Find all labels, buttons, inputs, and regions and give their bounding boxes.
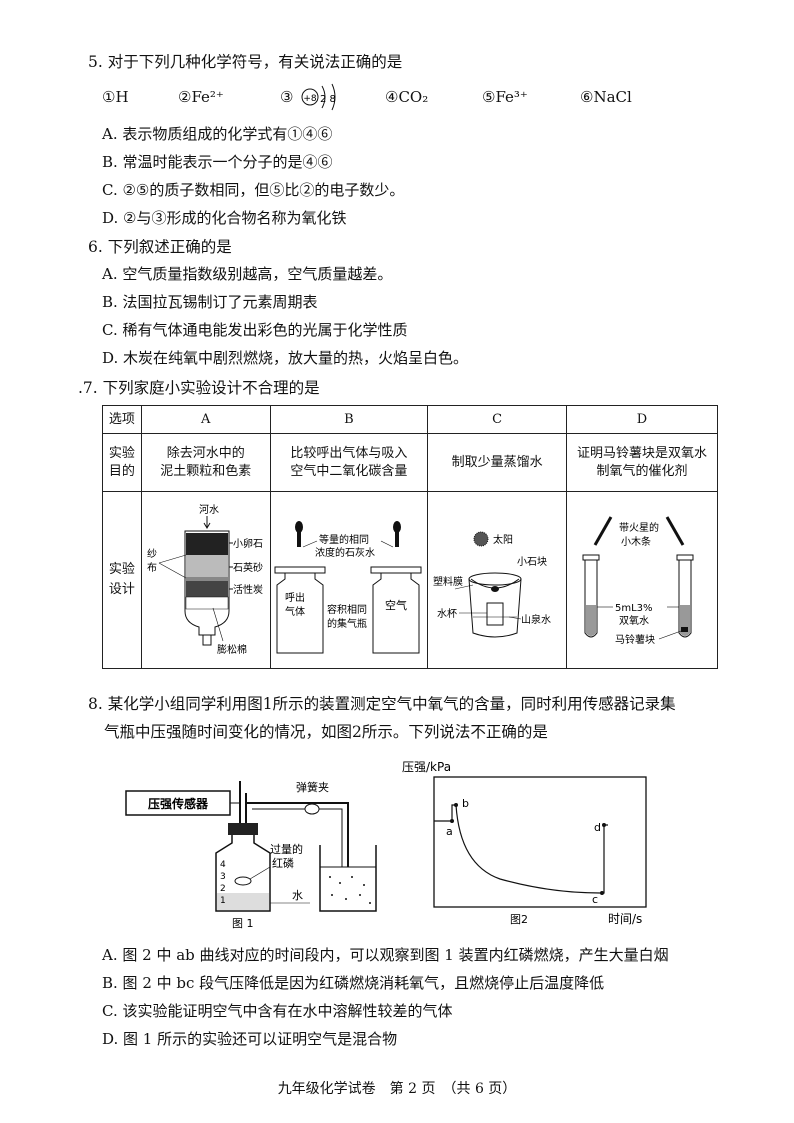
q7-header-option: 选项 xyxy=(102,405,142,434)
q6-option-a: A. 空气质量指数级别越高，空气质量越差。 xyxy=(102,265,393,283)
q7-table: 选项 A B C D 实验 目的 除去河水中的 泥土颗粒和色素 比较呼出气体与吸… xyxy=(102,405,718,669)
gas-bottles-diagram: 等量的相同 浓度的石灰水 呼出 气体 容积相同 的集气瓶 空气 xyxy=(274,521,422,654)
svg-text:1: 1 xyxy=(220,896,226,906)
q8-stem-line2: 气瓶中压强随时间变化的情况，如图2所示。下列说法不正确的是 xyxy=(104,723,548,741)
q6-stem: 6. 下列叙述正确的是 xyxy=(88,238,232,256)
chart-x-label: 时间/s xyxy=(608,912,642,926)
pebble-layer xyxy=(185,533,228,555)
q7-header-c: C xyxy=(427,405,567,434)
svg-text:小卵石: 小卵石 xyxy=(233,538,263,550)
svg-text:呼出: 呼出 xyxy=(285,591,305,604)
chart-y-label: 压强/kPa xyxy=(402,760,451,774)
quartz-sand-layer xyxy=(185,555,228,577)
point-b xyxy=(454,803,458,807)
figure-1-caption: 图 1 xyxy=(232,917,254,930)
q7-design-label: 实验 设计 xyxy=(102,491,142,669)
q5-symbol-4: ④CO₂ xyxy=(385,88,429,106)
svg-text:过量的: 过量的 xyxy=(270,842,303,856)
q7-goal-b: 比较呼出气体与吸入 空气中二氧化碳含量 xyxy=(269,433,429,492)
q7-header-b: B xyxy=(269,405,429,434)
svg-text:5mL3%: 5mL3% xyxy=(615,603,653,614)
point-c xyxy=(600,891,604,895)
activated-carbon-layer xyxy=(185,581,228,597)
q7-goal-c: 制取少量蒸馏水 xyxy=(427,433,567,492)
q7-design-d: 带火星的 小木条 5mL3% 双氧水 马铃薯块 xyxy=(566,491,718,669)
svg-text:浓度的石灰水: 浓度的石灰水 xyxy=(315,546,375,559)
figure-1-apparatus: 压强传感器 弹簧夹 4 3 2 1 过量的 红磷 水 图 1 xyxy=(125,780,377,930)
svg-text:活性炭: 活性炭 xyxy=(233,583,263,596)
atom-shells-label: 2 8 xyxy=(320,94,336,105)
svg-text:纱: 纱 xyxy=(147,548,157,560)
chart-frame xyxy=(433,776,647,908)
svg-text:马铃薯块: 马铃薯块 xyxy=(615,633,655,646)
point-a xyxy=(450,819,454,823)
water-filter-diagram: 河水 纱 布 小卵石 石英砂 活性炭 xyxy=(147,504,263,656)
svg-text:c: c xyxy=(592,893,598,906)
q8-option-b: B. 图 2 中 bc 段气压降低是因为红磷燃烧消耗氧气，且燃烧停止后温度降低 xyxy=(102,974,605,992)
svg-text:容积相同: 容积相同 xyxy=(327,603,367,616)
q8-option-c: C. 该实验能证明空气中含有在水中溶解性较差的气体 xyxy=(102,1002,453,1020)
q7-design-b: 等量的相同 浓度的石灰水 呼出 气体 容积相同 的集气瓶 空气 xyxy=(269,491,429,669)
q7-design-a: 河水 纱 布 小卵石 石英砂 活性炭 xyxy=(140,491,271,669)
svg-text:山泉水: 山泉水 xyxy=(521,613,551,626)
figure-2-pressure-chart: 压强/kPa a b c d 时间/s 图2 xyxy=(402,760,647,926)
q5-option-b: B. 常温时能表示一个分子的是④⑥ xyxy=(102,153,333,171)
q5-option-a: A. 表示物质组成的化学式有①④⑥ xyxy=(102,125,333,143)
svg-text:a: a xyxy=(446,825,453,838)
svg-text:小木条: 小木条 xyxy=(621,535,651,548)
svg-text:2: 2 xyxy=(220,884,226,894)
svg-text:4: 4 xyxy=(220,860,226,870)
q7-design-c: 太阳 小石块 塑料膜 水杯 山泉水 xyxy=(427,491,567,669)
q6-option-d: D. 木炭在纯氧中剧烈燃烧，放大量的热，火焰呈白色。 xyxy=(102,349,469,367)
svg-text:布: 布 xyxy=(147,562,157,574)
svg-text:太阳: 太阳 xyxy=(493,533,513,546)
svg-text:3: 3 xyxy=(220,872,226,882)
svg-text:气体: 气体 xyxy=(285,605,305,618)
svg-text:弹簧夹: 弹簧夹 xyxy=(296,780,329,794)
oxygen-atom-structure-diagram: +8 2 8 xyxy=(301,83,336,111)
pressure-curve xyxy=(434,804,608,894)
river-water-label: 河水 xyxy=(199,504,219,516)
q5-symbol-6: ⑥NaCl xyxy=(580,88,632,106)
svg-text:小石块: 小石块 xyxy=(517,556,547,568)
svg-text:红磷: 红磷 xyxy=(272,857,294,870)
svg-text:的集气瓶: 的集气瓶 xyxy=(327,617,367,630)
svg-text:b: b xyxy=(462,797,469,810)
pressure-sensor-label: 压强传感器 xyxy=(148,796,209,811)
svg-text:空气: 空气 xyxy=(385,598,407,612)
q7-goal-label: 实验 目的 xyxy=(102,433,142,492)
q5-symbol-1: ①H xyxy=(102,88,129,106)
q7-goal-d: 证明马铃薯块是双氧水 制氧气的催化剂 xyxy=(566,433,718,492)
q8-option-d: D. 图 1 所示的实验还可以证明空气是混合物 xyxy=(102,1030,398,1048)
svg-text:水: 水 xyxy=(292,889,303,902)
q7-header-d: D xyxy=(566,405,718,434)
svg-text:塑料膜: 塑料膜 xyxy=(433,575,463,588)
svg-text:水杯: 水杯 xyxy=(437,607,457,620)
q5-option-c: C. ②⑤的质子数相同，但⑤比②的电子数少。 xyxy=(102,181,405,199)
svg-text:双氧水: 双氧水 xyxy=(619,614,649,627)
q7-stem: .7. 下列家庭小实验设计不合理的是 xyxy=(78,379,320,397)
q5-option-d: D. ②与③形成的化合物名称为氧化铁 xyxy=(102,209,347,227)
svg-text:石英砂: 石英砂 xyxy=(233,561,263,574)
svg-text:d: d xyxy=(594,821,601,834)
q7-header-a: A xyxy=(140,405,271,434)
q8-option-a: A. 图 2 中 ab 曲线对应的时间段内，可以观察到图 1 装置内红磷燃烧，产… xyxy=(102,946,669,964)
svg-text:等量的相同: 等量的相同 xyxy=(319,533,369,546)
page-footer: 九年级化学试卷 第 2 页 （共 6 页） xyxy=(277,1081,517,1097)
q5-symbol-3: ③ xyxy=(280,88,294,106)
svg-text:膨松棉: 膨松棉 xyxy=(217,643,247,656)
test-tubes-diagram: 带火星的 小木条 5mL3% 双氧水 马铃薯块 xyxy=(582,516,694,646)
solar-still-diagram: 太阳 小石块 塑料膜 水杯 山泉水 xyxy=(433,531,551,638)
q5-symbol-5: ⑤Fe³⁺ xyxy=(482,88,528,106)
q8-stem-line1: 8. 某化学小组同学利用图1所示的装置测定空气中氧气的含量，同时利用传感器记录集 xyxy=(88,695,676,713)
atom-nucleus-label: +8 xyxy=(303,94,317,104)
point-d xyxy=(602,823,606,827)
q5-symbol-2: ②Fe²⁺ xyxy=(178,88,224,106)
q6-option-c: C. 稀有气体通电能发出彩色的光属于化学性质 xyxy=(102,321,408,339)
q7-goal-a: 除去河水中的 泥土颗粒和色素 xyxy=(140,433,271,492)
q5-stem: 5. 对于下列几种化学符号，有关说法正确的是 xyxy=(88,53,403,71)
svg-text:带火星的: 带火星的 xyxy=(619,521,659,534)
q6-option-b: B. 法国拉瓦锡制订了元素周期表 xyxy=(102,293,318,311)
figure-2-caption: 图2 xyxy=(510,913,528,926)
